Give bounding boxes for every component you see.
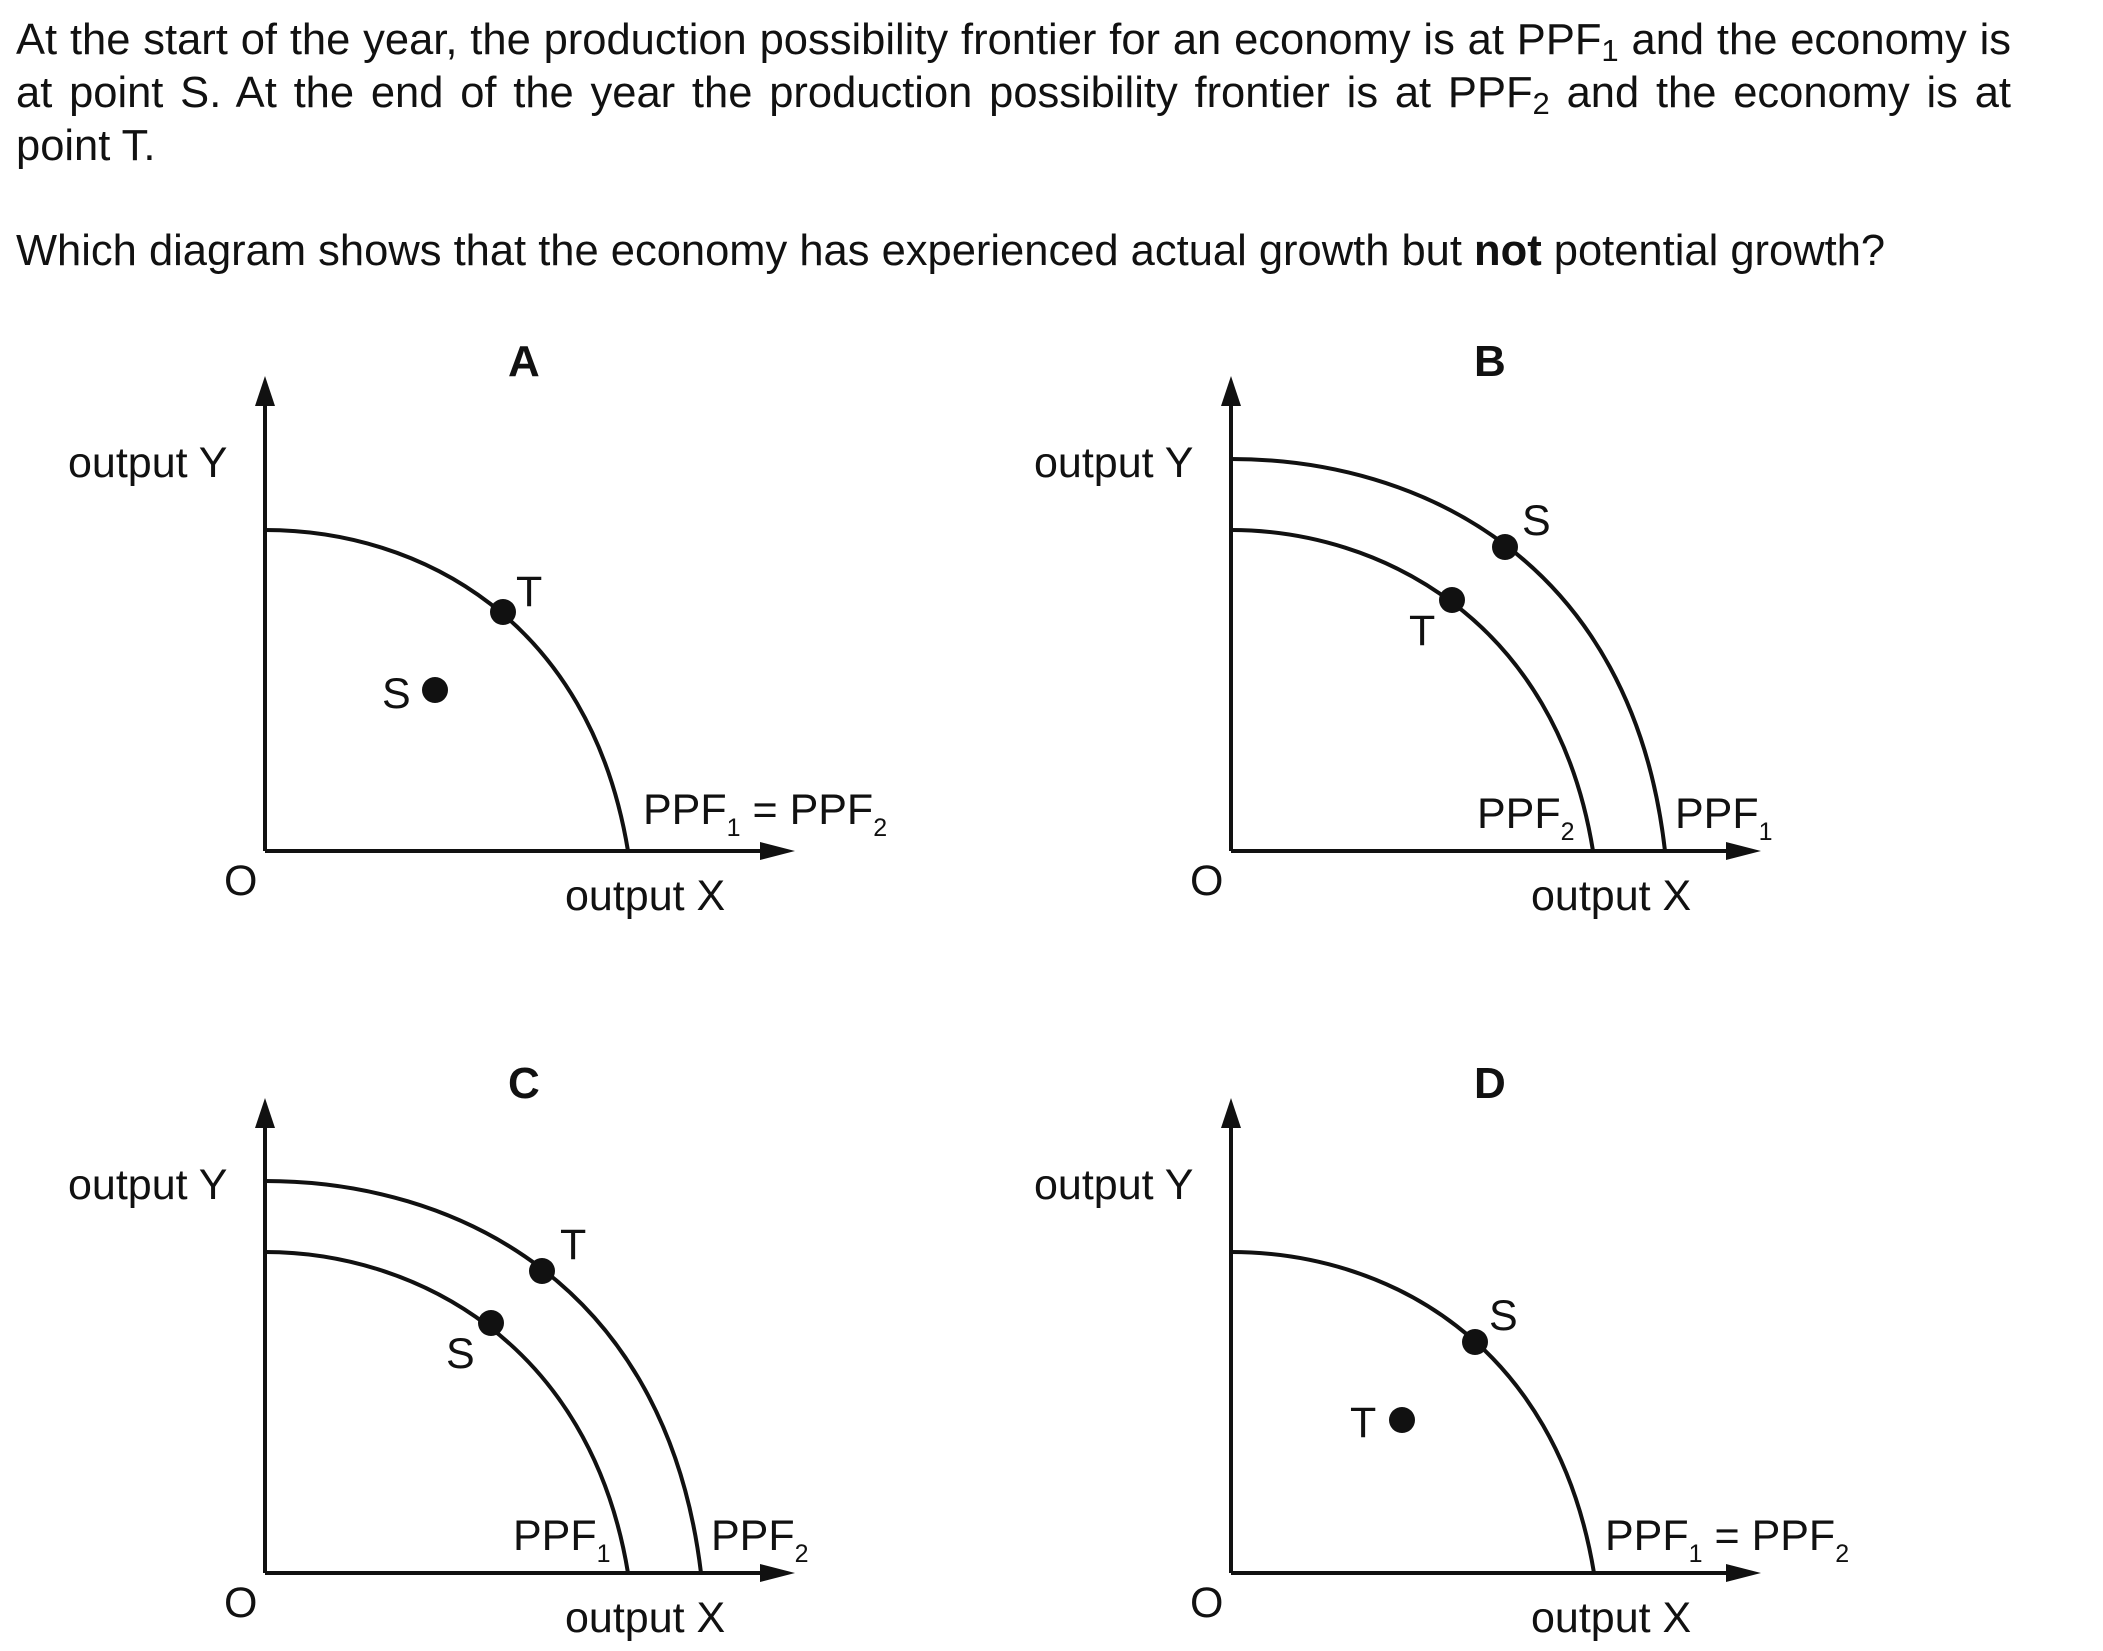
y-axis-label: output Y bbox=[1034, 1161, 1193, 1209]
y-axis-label: output Y bbox=[68, 1161, 227, 1209]
x-axis-label: output X bbox=[565, 1594, 725, 1642]
diagram-option-d[interactable]: D output Y O output X S T PPF1 = PPF2 bbox=[1034, 1059, 1849, 1642]
point-t bbox=[490, 599, 516, 625]
ppf2-label: PPF2 bbox=[711, 1512, 809, 1568]
point-t bbox=[1439, 587, 1465, 613]
option-label-a[interactable]: A bbox=[508, 337, 540, 386]
option-label-c[interactable]: C bbox=[508, 1059, 540, 1108]
diagram-option-c[interactable]: C output Y O output X T S PPF1 PPF2 bbox=[68, 1059, 809, 1642]
diagram-option-b[interactable]: B output Y O output X S T PPF2 PPF1 bbox=[1034, 337, 1773, 920]
origin-label: O bbox=[1190, 1579, 1223, 1627]
x-axis-arrow bbox=[1726, 1564, 1761, 1582]
y-axis-label: output Y bbox=[1034, 439, 1193, 487]
ppf2-label: PPF2 bbox=[1477, 790, 1575, 846]
ppf1-label: PPF1 bbox=[513, 1512, 611, 1568]
x-axis-label: output X bbox=[565, 872, 725, 920]
diagram-option-a[interactable]: A output Y O output X T S PPF1 = PPF2 bbox=[68, 337, 887, 920]
point-s bbox=[1462, 1329, 1488, 1355]
ppf1-label: PPF1 bbox=[1675, 790, 1773, 846]
x-axis-label: output X bbox=[1531, 1594, 1691, 1642]
origin-label: O bbox=[224, 1579, 257, 1627]
point-t-label: T bbox=[1409, 607, 1435, 655]
option-label-b[interactable]: B bbox=[1474, 337, 1506, 386]
point-t bbox=[529, 1258, 555, 1284]
y-axis-arrow bbox=[255, 1098, 275, 1128]
y-axis-arrow bbox=[1221, 376, 1241, 406]
point-s bbox=[422, 677, 448, 703]
point-s bbox=[1492, 534, 1518, 560]
y-axis-arrow bbox=[255, 376, 275, 406]
point-s-label: S bbox=[382, 670, 411, 718]
ppf-label: PPF1 = PPF2 bbox=[643, 786, 887, 842]
ppf1-curve bbox=[1230, 457, 1667, 852]
y-axis-arrow bbox=[1221, 1098, 1241, 1128]
origin-label: O bbox=[1190, 857, 1223, 905]
x-axis-arrow bbox=[760, 1564, 795, 1582]
ppf-curve bbox=[1230, 1250, 1596, 1574]
point-s bbox=[478, 1310, 504, 1336]
origin-label: O bbox=[224, 857, 257, 905]
ppf-label: PPF1 = PPF2 bbox=[1605, 1512, 1849, 1568]
question-text: At the start of the year, the production… bbox=[16, 14, 2011, 278]
point-s-label: S bbox=[1522, 497, 1551, 545]
option-label-d[interactable]: D bbox=[1474, 1059, 1506, 1108]
ppf2-curve bbox=[264, 1179, 703, 1574]
point-t-label: T bbox=[516, 568, 542, 616]
question-stem: At the start of the year, the production… bbox=[16, 16, 2012, 170]
y-axis-label: output Y bbox=[68, 439, 227, 487]
ppf-curve bbox=[264, 528, 630, 852]
point-t-label: T bbox=[1350, 1399, 1376, 1447]
question-prompt: Which diagram shows that the economy has… bbox=[16, 227, 1886, 275]
point-s-label: S bbox=[1489, 1292, 1518, 1340]
x-axis-label: output X bbox=[1531, 872, 1691, 920]
x-axis-arrow bbox=[1726, 842, 1761, 860]
point-s-label: S bbox=[446, 1330, 475, 1378]
point-t-label: T bbox=[560, 1221, 586, 1269]
x-axis-arrow bbox=[760, 842, 795, 860]
point-t bbox=[1389, 1407, 1415, 1433]
